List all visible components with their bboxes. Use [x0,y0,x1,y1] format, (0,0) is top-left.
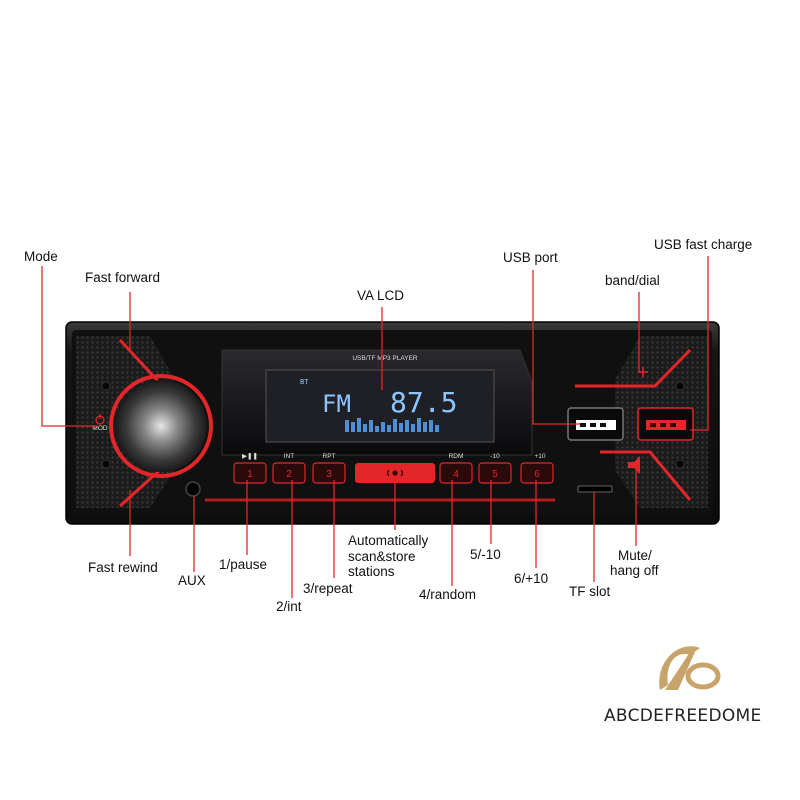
screw [675,459,685,469]
preset-button-1[interactable]: 1 [233,462,267,484]
lcd-band: FM [322,390,351,418]
brand-name: ABCDEFREEDOME [604,706,762,726]
preset-button-5[interactable]: 5 [478,462,512,484]
callout-usb-port [532,270,580,425]
label-band-dial: band/dial [605,273,660,288]
legend-play-pause: ▶❚❚ [242,452,258,460]
volume-knob[interactable] [109,374,213,478]
knob-face [115,380,207,472]
lcd-frequency: 87.5 [390,386,457,419]
label-repeat: 3/repeat [303,581,353,596]
label-usb-port: USB port [503,250,558,265]
legend-rdm: RDM [449,453,464,460]
legend-minus10: -10 [490,453,500,460]
knob-label: MOD [92,425,107,432]
preset-button-2[interactable]: 2 [272,462,306,484]
screw [101,459,111,469]
label-tf-slot: TF slot [569,584,611,599]
label-auto-scan-2: scan&store [348,549,416,564]
red-accent-bottom-right [600,450,692,501]
mute-icon[interactable] [628,456,640,474]
button-number: 5 [492,469,498,480]
lcd-indicator: BT [300,378,309,386]
aux-jack[interactable] [185,481,201,497]
red-accent-top-right [575,348,692,388]
callout-mode [41,266,98,427]
usb-port[interactable] [567,407,624,441]
legend-plus10: +10 [534,453,545,460]
usb-fast-charge-port[interactable] [637,407,694,441]
label-plus10: 6/+10 [514,571,548,586]
button-number: 4 [453,469,459,480]
tf-slot[interactable] [577,485,613,493]
label-auto-scan-1: Automatically [348,533,429,548]
knob-red-ring [109,374,213,478]
label-mode: Mode [24,249,58,264]
preset-button-3[interactable]: 3 [312,462,346,484]
callout-usb-fast-charge [690,256,709,431]
label-auto-scan-3: stations [348,564,395,579]
label-usb-fast-charge: USB fast charge [654,237,752,252]
wireless-icon [386,469,404,477]
screw [675,381,685,391]
brand-logo-icon [659,646,721,690]
label-mute-1: Mute/ [618,548,652,563]
screw [101,381,111,391]
diagram-labels: Mode Fast forward VA LCD USB port USB fa… [24,237,752,614]
button-number: 2 [286,469,292,480]
label-fast-rewind: Fast rewind [88,560,158,575]
label-pause: 1/pause [219,557,267,572]
button-number: 3 [326,469,332,480]
button-number: 6 [534,469,540,480]
label-mute-2: hang off [610,563,659,578]
label-int: 2/int [276,599,302,614]
legend-int: INT [284,453,295,460]
button-number: 1 [247,469,253,480]
power-icon [95,414,105,425]
callout-lines [41,256,709,598]
legend-rpt: RPT [323,453,336,460]
preset-button-4[interactable]: 4 [439,462,473,484]
lcd-spectrum [345,418,439,432]
device-header-text: USB/TF MP3 PLAYER [352,355,418,362]
label-va-lcd: VA LCD [357,288,404,303]
label-minus10: 5/-10 [470,547,501,562]
lcd-display [265,369,495,443]
label-aux: AUX [178,573,206,588]
auto-scan-button[interactable] [355,463,435,483]
band-dial-icon[interactable] [638,367,648,377]
label-random: 4/random [419,587,476,602]
stereo-unit: MOD USB/TF MP3 PLAYER BT FM 87.5 ▶❚❚ INT… [65,321,720,525]
preset-button-6[interactable]: 6 [520,462,554,484]
label-fast-forward: Fast forward [85,270,160,285]
